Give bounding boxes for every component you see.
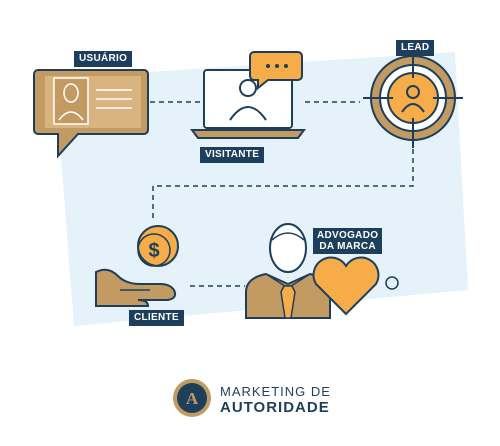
brand-name-line1: MARKETING DE: [220, 384, 331, 399]
label-usuario: USUÁRIO: [74, 51, 133, 67]
brand-name-line2: AUTORIDADE: [220, 399, 330, 416]
chat-bubble-icon: [249, 51, 303, 91]
label-advogado-da-marca: ADVOGADO DA MARCA: [313, 228, 383, 254]
brand-logo: A MARKETING DE AUTORIDADE: [172, 378, 342, 418]
user-card-icon: [33, 69, 149, 159]
label-advogado-line2: DA MARCA: [319, 241, 376, 252]
heart-icon: [312, 256, 380, 316]
brand-seal-letter: A: [186, 389, 199, 408]
decorative-circle: [385, 276, 399, 290]
label-cliente: CLIENTE: [129, 310, 184, 326]
laptop-visitor-icon: [190, 69, 306, 139]
label-advogado-line1: ADVOGADO: [317, 230, 379, 241]
open-hand-icon: [95, 268, 177, 307]
target-lead-icon: [363, 48, 463, 148]
label-lead: LEAD: [396, 40, 435, 56]
label-visitante: VISITANTE: [200, 147, 265, 163]
brand-seal-icon: A: [173, 379, 211, 417]
coin-icon: $: [137, 225, 179, 267]
connector-lead-cliente: [152, 140, 414, 222]
svg-text:$: $: [148, 240, 159, 262]
flow-connectors: [150, 101, 414, 287]
